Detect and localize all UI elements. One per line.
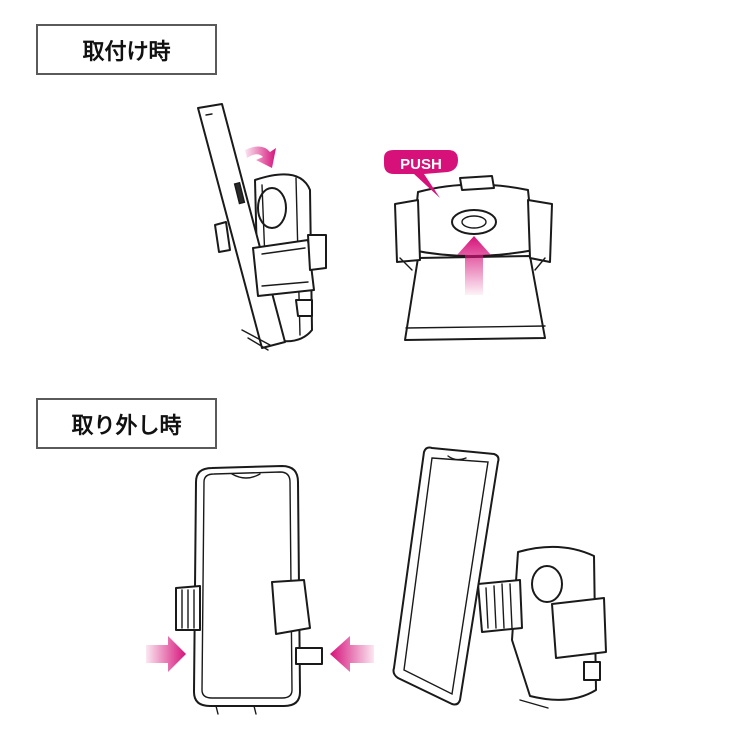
remove-side-view: [392, 446, 607, 709]
phone-tilted-notch: [447, 455, 467, 461]
front-right-arm: [527, 199, 553, 263]
release-button: [451, 209, 497, 235]
phone-tilted: [392, 446, 500, 706]
remove-front-view: [146, 465, 374, 715]
side-release-button: [531, 565, 563, 603]
mount-button: [257, 187, 287, 229]
lower-tab: [295, 299, 313, 317]
push-text: PUSH: [400, 156, 442, 173]
squeeze-arrow-right: [330, 636, 374, 672]
side-clamp-left: [477, 579, 523, 633]
phone-front: [193, 465, 301, 707]
attach-label-text: 取付け時: [82, 39, 171, 65]
clamp-arm-edge: [261, 247, 309, 287]
side-feet: [519, 699, 549, 709]
front-feet: [215, 705, 257, 715]
phone-flat-edge: [405, 325, 546, 329]
phone-notch: [231, 473, 261, 479]
push-callout: [384, 150, 458, 198]
phone-tilted-screen: [403, 457, 489, 696]
squeeze-arrow-left: [146, 636, 186, 672]
rotate-arrow: [245, 146, 276, 168]
right-clamp-tab: [295, 647, 323, 665]
left-clamp-grip: [181, 589, 195, 629]
clamp-arm: [252, 239, 315, 297]
remove-label-text: 取り外し時: [71, 413, 182, 439]
right-clamp: [271, 579, 311, 635]
remove-section-label: 取り外し時: [36, 398, 217, 449]
attach-front-view: PUSH: [384, 150, 553, 341]
front-left-arm: [394, 199, 421, 263]
arm-feet: [399, 257, 546, 271]
release-button-inner: [461, 215, 487, 229]
side-clamp-right: [551, 597, 607, 659]
side-lower-tab: [583, 661, 601, 681]
attach-side-view: [197, 103, 327, 351]
attach-section-label: 取付け時: [36, 24, 217, 75]
phone-button: [233, 181, 246, 205]
vent-clip-back: [214, 221, 231, 253]
phone-front-flat: [404, 255, 546, 341]
front-holder-top: [459, 175, 495, 191]
phone-camera: [205, 113, 213, 116]
clamp-tip: [307, 234, 327, 271]
feet: [241, 329, 271, 351]
phone-screen: [201, 471, 293, 699]
push-up-arrow: [457, 236, 491, 295]
side-clamp-grip: [485, 583, 513, 629]
